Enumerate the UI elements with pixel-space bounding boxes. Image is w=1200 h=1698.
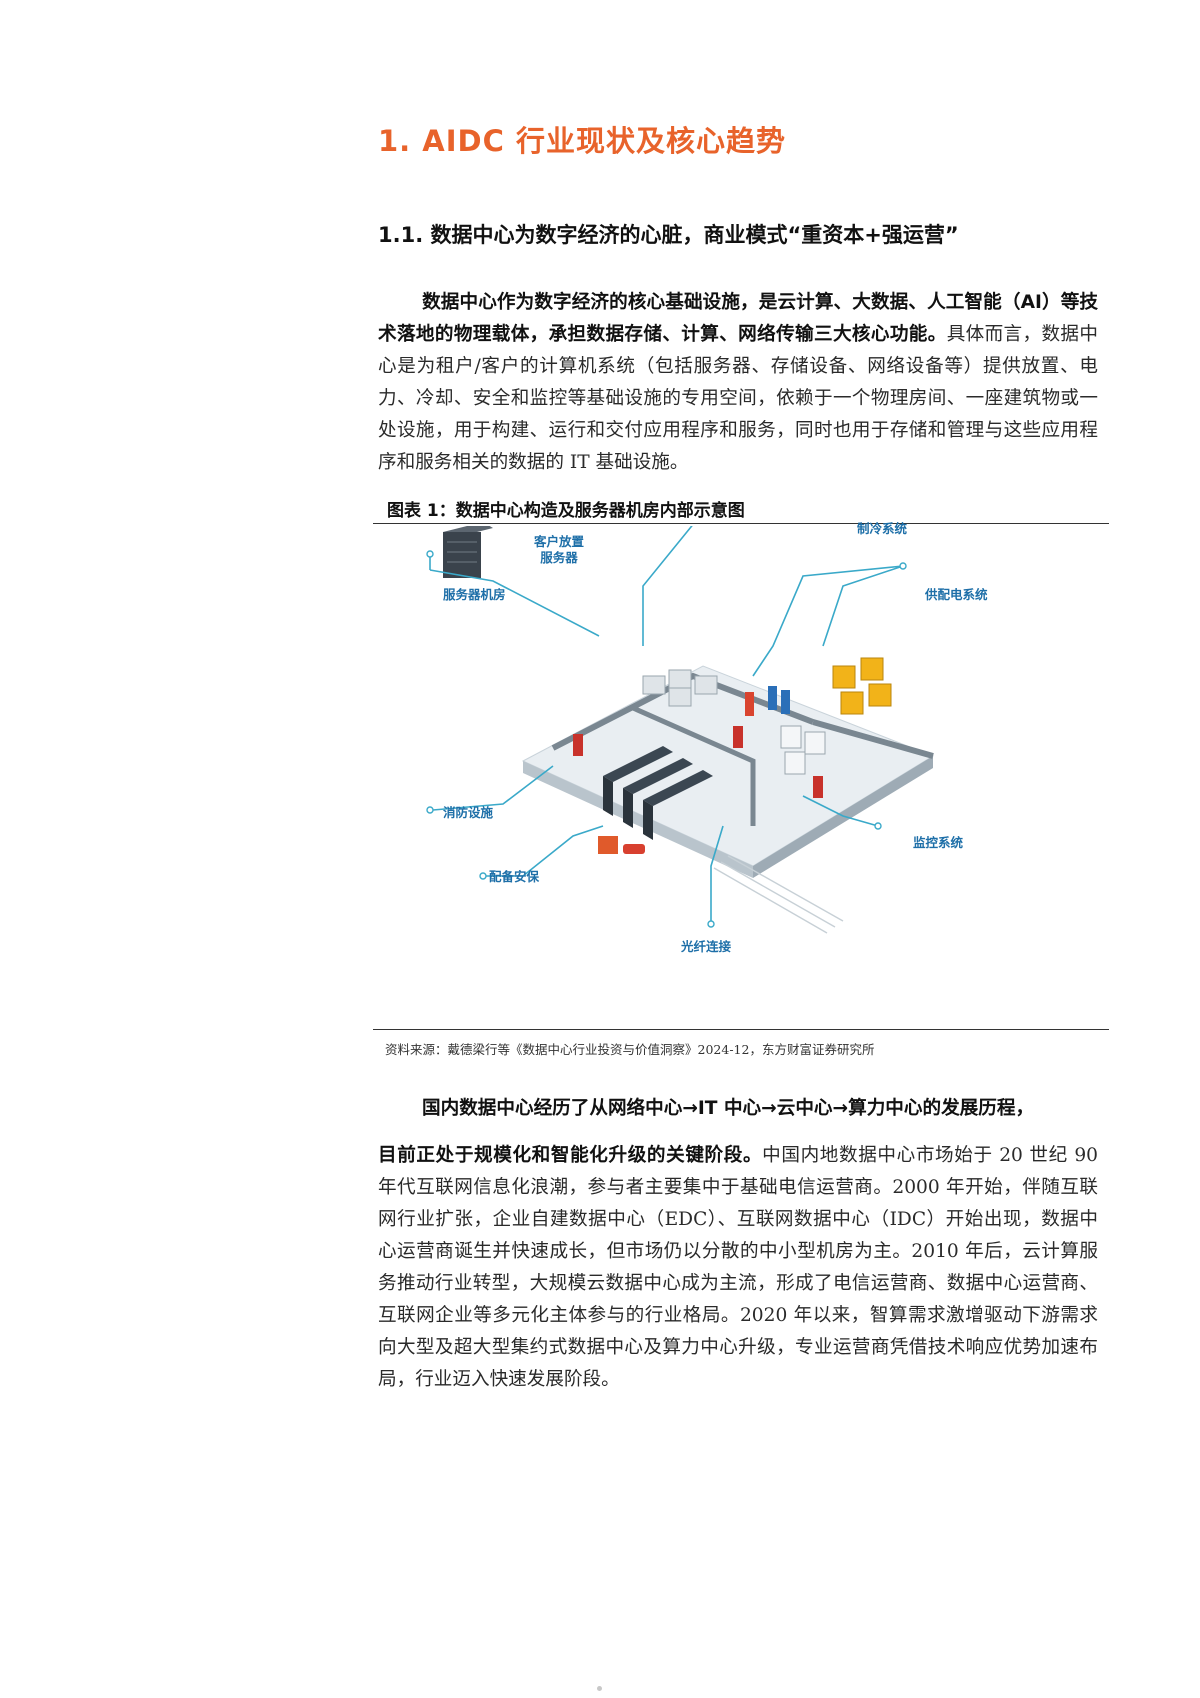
datacenter-illustration: 客户放置 服务器 服务器机房 制冷系统 供配电系统 消防设施 配备安保 监控系统… xyxy=(373,521,1109,1026)
rack-rows xyxy=(603,746,713,840)
floor-edge-left xyxy=(523,761,753,878)
label-fire-facility: 消防设施 xyxy=(443,805,494,820)
subsection-heading: 1.1. 数据中心为数字经济的心脏，商业模式“重资本+强运营” xyxy=(378,223,959,247)
power-room xyxy=(780,657,892,775)
callout-lines xyxy=(429,526,904,924)
fiber-lines xyxy=(713,855,844,934)
fire-cabinets xyxy=(573,726,823,798)
label-fiber-connection: 光纤连接 xyxy=(681,939,732,954)
figure-top-rule xyxy=(373,523,1109,524)
cooling-units xyxy=(642,669,718,707)
paragraph-intro: 数据中心作为数字经济的核心基础设施，是云计算、大数据、人工智能（AI）等技术落地… xyxy=(378,287,1098,479)
figure-caption: 图表 1：数据中心构造及服务器机房内部示意图 xyxy=(387,501,745,521)
wall-inner xyxy=(631,705,756,826)
label-security: 配备安保 xyxy=(489,869,540,884)
paragraph-history-lead: 国内数据中心经历了从网络中心→IT 中心→云中心→算力中心的发展历程， xyxy=(422,1098,1035,1119)
security-booth xyxy=(598,836,645,854)
label-monitoring-system: 监控系统 xyxy=(913,835,964,850)
server-cabinet-icon xyxy=(443,526,493,578)
figure-bottom-rule xyxy=(373,1029,1109,1030)
paragraph-intro-text: 具体而言，数据中心是为租户/客户的计算机系统（包括服务器、存储设备、网络设备等）… xyxy=(378,324,1098,473)
label-server-room: 服务器机房 xyxy=(443,587,506,602)
paragraph-history-text: 中国内地数据中心市场始于 20 世纪 90 年代互联网信息化浪潮，参与者主要集中… xyxy=(378,1145,1098,1390)
datacenter-diagram xyxy=(426,526,935,934)
paragraph-history: 目前正处于规模化和智能化升级的关键阶段。中国内地数据中心市场始于 20 世纪 9… xyxy=(378,1140,1098,1396)
label-customer-server: 客户放置 服务器 xyxy=(534,534,585,565)
blue-cabinets xyxy=(745,686,790,716)
page-footer-dot xyxy=(597,1686,602,1691)
callout-dots xyxy=(426,550,907,928)
paragraph-intro-bold: 数据中心作为数字经济的核心基础设施，是云计算、大数据、人工智能（AI）等技术落地… xyxy=(378,292,1098,345)
figure-source: 资料来源：戴德梁行等《数据中心行业投资与价值洞察》2024-12，东方财富证券研… xyxy=(385,1042,875,1057)
section-heading: 1. AIDC 行业现状及核心趋势 xyxy=(378,124,786,158)
label-cooling-system: 制冷系统 xyxy=(857,521,908,536)
label-power-system: 供配电系统 xyxy=(925,587,988,602)
floor-edge-right xyxy=(753,756,933,878)
wall-right xyxy=(812,719,934,759)
paragraph-history-bold: 目前正处于规模化和智能化升级的关键阶段。 xyxy=(378,1145,763,1166)
